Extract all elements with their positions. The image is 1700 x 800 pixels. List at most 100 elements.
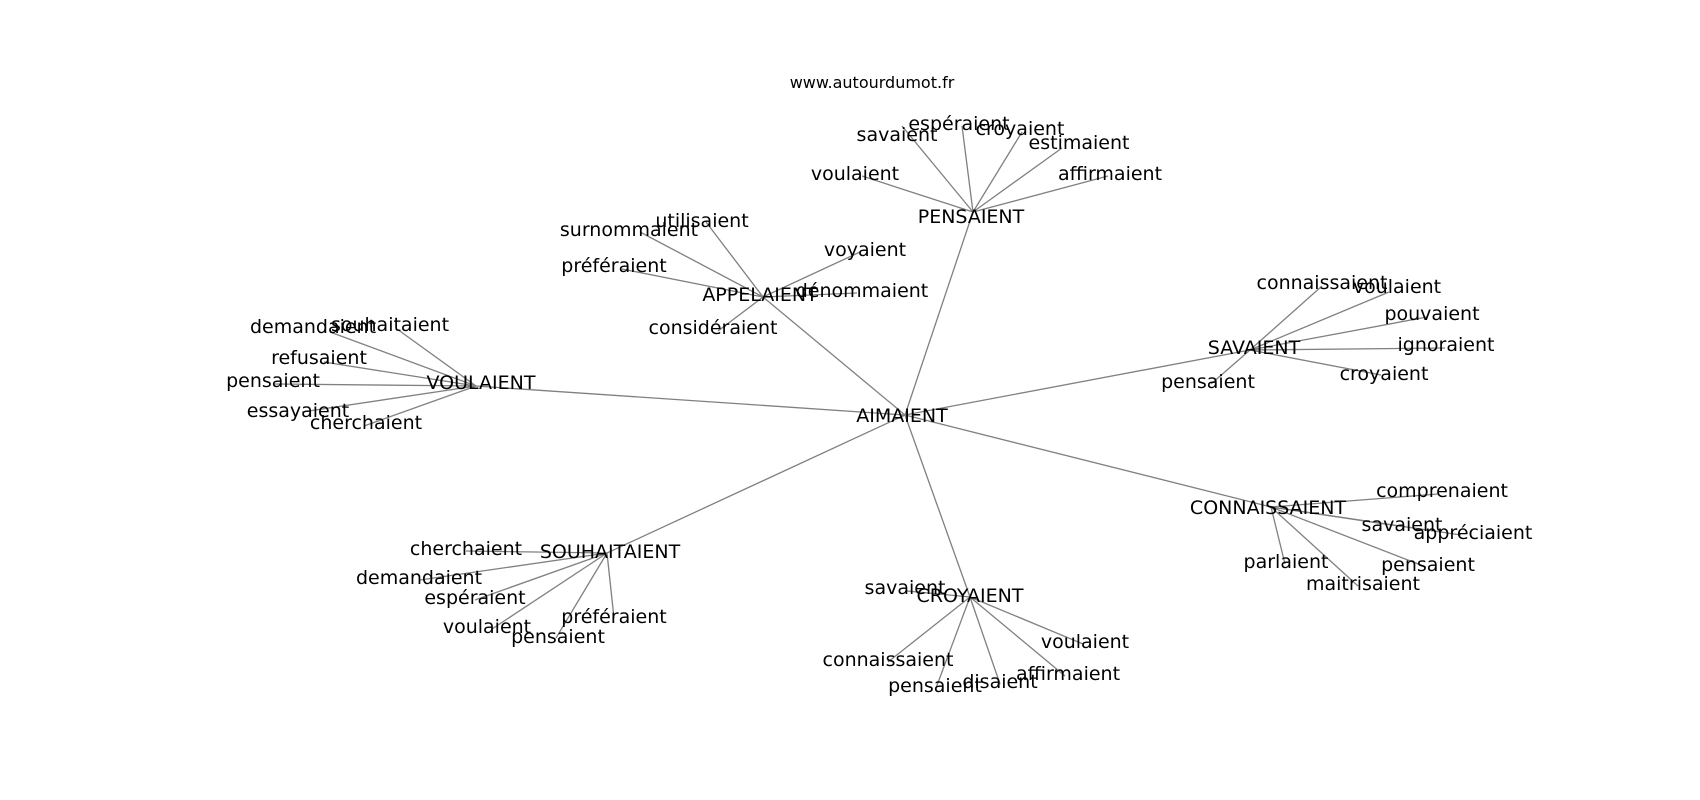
hub-leaf-edge bbox=[1270, 506, 1427, 568]
center-hub-edge bbox=[606, 414, 906, 554]
leaf-label[interactable]: demandaient bbox=[356, 567, 482, 589]
hub-leaf-edge bbox=[491, 552, 608, 630]
leaf-label[interactable]: surnommaient bbox=[560, 219, 698, 241]
center-hub-edge bbox=[475, 385, 906, 416]
hub-leaf-edge bbox=[861, 175, 974, 213]
hub-leaf-edge bbox=[1270, 506, 1462, 536]
hub-label[interactable]: APPELAIENT bbox=[702, 284, 818, 306]
leaf-label[interactable]: disaient bbox=[962, 671, 1037, 693]
leaf-label[interactable]: demandaient bbox=[250, 316, 376, 338]
hub-leaf-edge bbox=[762, 251, 861, 298]
center-node-label[interactable]: AIMAIENT bbox=[856, 405, 948, 427]
hub-leaf-edge bbox=[887, 596, 971, 663]
leaf-label[interactable]: refusaient bbox=[271, 347, 367, 369]
leaf-label[interactable]: estimaient bbox=[1029, 132, 1130, 154]
hub-leaf-edge bbox=[901, 125, 974, 213]
leaf-label[interactable]: maitrisaient bbox=[1306, 573, 1420, 595]
leaf-label[interactable]: connaissaient bbox=[823, 649, 954, 671]
hub-leaf-edge bbox=[1249, 347, 1446, 351]
hub-leaf-edge bbox=[961, 125, 974, 213]
center-hub-edge bbox=[762, 296, 906, 416]
leaf-label[interactable]: souhaitaient bbox=[331, 314, 449, 336]
leaf-label[interactable]: affirmaient bbox=[1016, 663, 1120, 685]
leaf-label[interactable]: essayaient bbox=[247, 400, 349, 422]
leaf-label[interactable]: croyaient bbox=[976, 118, 1065, 140]
center-hub-edge bbox=[904, 414, 1272, 508]
leaf-label[interactable]: cherchaient bbox=[310, 412, 422, 434]
center-hub-edge bbox=[904, 211, 974, 416]
leaf-label[interactable]: pensaient bbox=[1381, 554, 1475, 576]
hub-label[interactable]: CROYAIENT bbox=[917, 585, 1024, 607]
cluster-savaient: SAVAIENT connaissaient voulaient pouvaie… bbox=[1161, 272, 1494, 393]
leaf-label[interactable]: voulaient bbox=[1353, 276, 1441, 298]
hub-leaf-edge bbox=[329, 331, 477, 387]
hub-leaf-edge bbox=[935, 596, 971, 689]
hub-leaf-edge bbox=[1270, 493, 1439, 508]
hub-leaf-edge bbox=[606, 552, 615, 619]
hub-leaf-edge bbox=[717, 296, 764, 332]
hub-leaf-edge bbox=[465, 550, 608, 554]
hub-leaf-edge bbox=[1249, 285, 1323, 351]
leaf-label[interactable]: croyaient bbox=[1340, 363, 1429, 385]
leaf-label[interactable]: voyaient bbox=[824, 239, 906, 261]
leaf-label[interactable]: voulaient bbox=[1041, 631, 1129, 653]
edge-layer bbox=[274, 125, 1462, 689]
leaf-label[interactable]: savaient bbox=[857, 124, 938, 146]
leaf-label[interactable]: appréciaient bbox=[1414, 522, 1533, 544]
leaf-label[interactable]: préféraient bbox=[561, 606, 666, 628]
hub-leaf-edge bbox=[1249, 349, 1382, 376]
leaf-label[interactable]: ignoraient bbox=[1398, 334, 1495, 356]
leaf-label[interactable]: considéraient bbox=[649, 317, 778, 339]
leaf-label[interactable]: connaissaient bbox=[1257, 272, 1388, 294]
hub-leaf-edge bbox=[969, 596, 1066, 677]
leaf-label[interactable]: cherchaient bbox=[410, 538, 522, 560]
hub-leaf-edge bbox=[906, 590, 971, 598]
hub-leaf-edge bbox=[1270, 506, 1359, 587]
cluster-appelaient: APPELAIENT utilisaient surnommaient préf… bbox=[560, 210, 928, 339]
hub-leaf-edge bbox=[972, 147, 1063, 213]
hub-leaf-edge bbox=[1270, 506, 1286, 565]
credit-label[interactable]: www.autourdumot.fr bbox=[790, 73, 955, 92]
leaf-label[interactable]: pouvaient bbox=[1384, 303, 1479, 325]
hub-leaf-edge bbox=[705, 221, 764, 298]
leaf-label[interactable]: pensaient bbox=[1161, 371, 1255, 393]
leaf-label[interactable]: savaient bbox=[865, 577, 946, 599]
hub-leaf-edge bbox=[972, 131, 1023, 213]
hub-leaf-edge bbox=[762, 292, 858, 298]
cluster-connaissaient: CONNAISSAIENT comprenaient savaient appr… bbox=[1190, 480, 1532, 595]
hub-leaf-edge bbox=[396, 328, 477, 387]
leaf-label[interactable]: comprenaient bbox=[1376, 480, 1508, 502]
leaf-label[interactable]: pensaient bbox=[511, 626, 605, 648]
hub-leaf-edge bbox=[972, 175, 1109, 213]
cluster-croyaient: CROYAIENT savaient connaissaient pensaie… bbox=[823, 577, 1130, 697]
hub-label[interactable]: SAVAIENT bbox=[1208, 337, 1301, 359]
leaf-label[interactable]: espéraient bbox=[424, 587, 525, 609]
hub-leaf-edge bbox=[1249, 316, 1428, 351]
leaf-label[interactable]: espéraient bbox=[908, 113, 1009, 135]
leaf-label[interactable]: parlaient bbox=[1244, 551, 1329, 573]
center-hub-edge bbox=[904, 414, 971, 598]
hub-label[interactable]: VOULAIENT bbox=[427, 372, 536, 394]
leaf-label[interactable]: affirmaient bbox=[1058, 163, 1162, 185]
hub-leaf-edge bbox=[969, 596, 1084, 645]
hub-leaf-edge bbox=[274, 383, 477, 387]
center-hub-edge bbox=[904, 349, 1251, 416]
leaf-label[interactable]: savaient bbox=[1362, 514, 1443, 536]
hub-leaf-edge bbox=[639, 231, 764, 298]
hub-label[interactable]: CONNAISSAIENT bbox=[1190, 497, 1347, 519]
hub-leaf-edge bbox=[363, 385, 477, 427]
leaf-label[interactable]: utilisaient bbox=[655, 210, 748, 232]
hub-leaf-edge bbox=[301, 385, 477, 413]
leaf-label[interactable]: pensaient bbox=[226, 370, 320, 392]
hub-label[interactable]: PENSAIENT bbox=[918, 206, 1025, 228]
leaf-label[interactable]: voulaient bbox=[443, 616, 531, 638]
hub-label[interactable]: SOUHAITAIENT bbox=[540, 541, 681, 563]
leaf-label[interactable]: voulaient bbox=[811, 163, 899, 185]
cluster-souhaitaient: SOUHAITAIENT cherchaient demandaient esp… bbox=[356, 538, 681, 648]
hub-leaf-edge bbox=[1249, 291, 1390, 351]
leaf-label[interactable]: pensaient bbox=[888, 675, 982, 697]
leaf-label[interactable]: préféraient bbox=[561, 255, 666, 277]
leaf-label[interactable]: dénommaient bbox=[796, 280, 929, 302]
hub-leaf-edge bbox=[323, 361, 477, 387]
